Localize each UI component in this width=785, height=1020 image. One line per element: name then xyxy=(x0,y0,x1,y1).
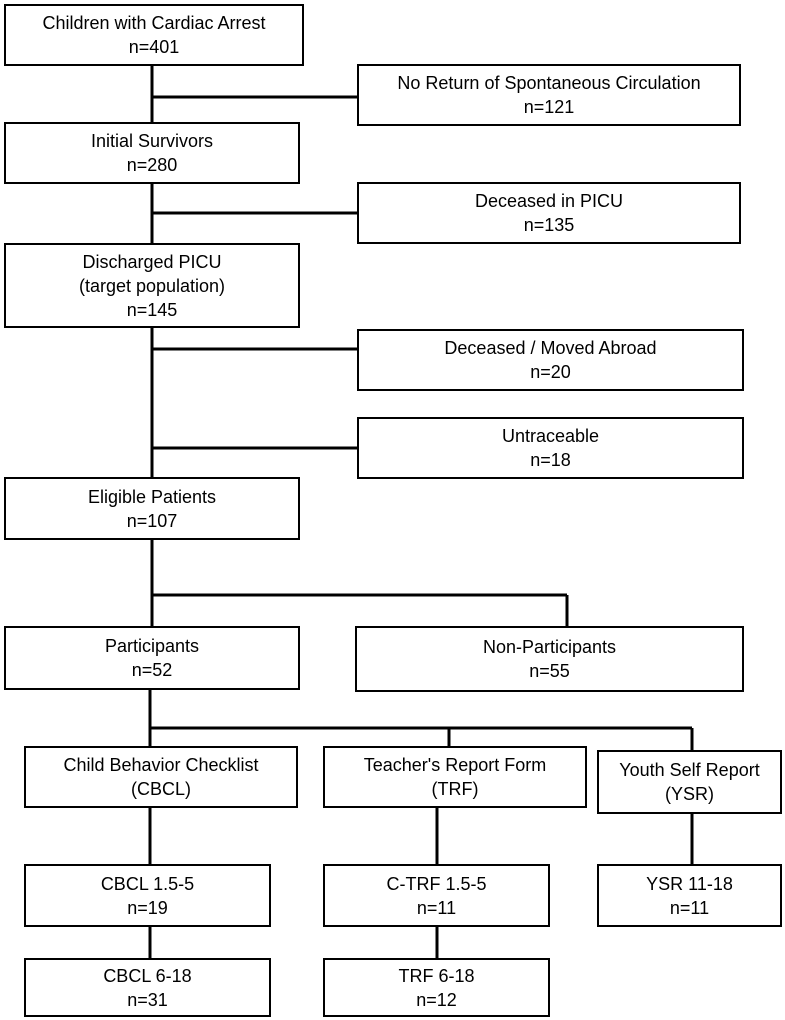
node-trf-6-18: TRF 6-18 n=12 xyxy=(323,958,550,1017)
node-count: n=31 xyxy=(127,989,168,1010)
node-initial-survivors: Initial Survivors n=280 xyxy=(4,122,300,184)
node-non-participants: Non-Participants n=55 xyxy=(355,626,744,692)
node-cbcl-1-5-5: CBCL 1.5-5 n=19 xyxy=(24,864,271,927)
node-label: Discharged PICU xyxy=(82,251,222,272)
node-label: TRF 6-18 xyxy=(398,965,475,986)
node-sublabel: (TRF) xyxy=(431,779,479,799)
node-label: CBCL 1.5-5 xyxy=(100,873,195,894)
node-sublabel: (CBCL) xyxy=(130,779,191,799)
node-count: n=11 xyxy=(416,897,457,918)
node-cardiac-arrest: Children with Cardiac Arrest n=401 xyxy=(4,4,304,66)
node-count: n=11 xyxy=(669,897,710,918)
node-sublabel: (target population) xyxy=(78,275,226,296)
node-deceased-picu: Deceased in PICU n=135 xyxy=(357,182,741,244)
node-count: n=19 xyxy=(127,897,168,918)
node-no-rosc: No Return of Spontaneous Circulation n=1… xyxy=(357,64,741,126)
node-discharged-picu: Discharged PICU (target population) n=14… xyxy=(4,243,300,328)
node-count: n=18 xyxy=(530,450,571,470)
node-count: n=12 xyxy=(416,989,457,1010)
node-cbcl-6-18: CBCL 6-18 n=31 xyxy=(24,958,271,1017)
node-count: n=20 xyxy=(530,362,571,382)
node-ysr: Youth Self Report (YSR) xyxy=(597,750,782,814)
node-count: n=52 xyxy=(131,660,173,680)
node-label: Youth Self Report xyxy=(619,760,760,780)
node-label: CBCL 6-18 xyxy=(103,965,192,986)
node-label: Deceased / Moved Abroad xyxy=(444,338,657,358)
node-participants: Participants n=52 xyxy=(4,626,300,690)
node-label: Non-Participants xyxy=(482,637,617,657)
node-label: YSR 11-18 xyxy=(646,873,733,894)
node-count: n=145 xyxy=(126,299,178,320)
node-label: Deceased in PICU xyxy=(474,191,624,211)
node-label: Child Behavior Checklist xyxy=(63,755,259,775)
node-count: n=55 xyxy=(529,661,570,681)
node-label: No Return of Spontaneous Circulation xyxy=(397,73,701,93)
node-cbcl: Child Behavior Checklist (CBCL) xyxy=(24,746,298,808)
node-count: n=280 xyxy=(126,155,178,175)
node-count: n=135 xyxy=(523,215,575,235)
node-ysr-11-18: YSR 11-18 n=11 xyxy=(597,864,782,927)
node-sublabel: (YSR) xyxy=(665,784,714,804)
node-label: Children with Cardiac Arrest xyxy=(42,13,266,33)
node-label: Untraceable xyxy=(501,426,600,446)
node-ctrf-1-5-5: C-TRF 1.5-5 n=11 xyxy=(323,864,550,927)
node-label: C-TRF 1.5-5 xyxy=(386,873,487,894)
node-untraceable: Untraceable n=18 xyxy=(357,417,744,479)
node-label: Teacher's Report Form xyxy=(363,755,547,775)
node-label: Eligible Patients xyxy=(87,486,217,507)
node-eligible-patients: Eligible Patients n=107 xyxy=(4,477,300,540)
node-trf: Teacher's Report Form (TRF) xyxy=(323,746,587,808)
node-count: n=107 xyxy=(126,510,178,531)
node-count: n=401 xyxy=(128,37,180,57)
node-label: Initial Survivors xyxy=(90,131,214,151)
node-label: Participants xyxy=(104,636,200,656)
node-count: n=121 xyxy=(523,97,575,117)
node-deceased-moved-abroad: Deceased / Moved Abroad n=20 xyxy=(357,329,744,391)
